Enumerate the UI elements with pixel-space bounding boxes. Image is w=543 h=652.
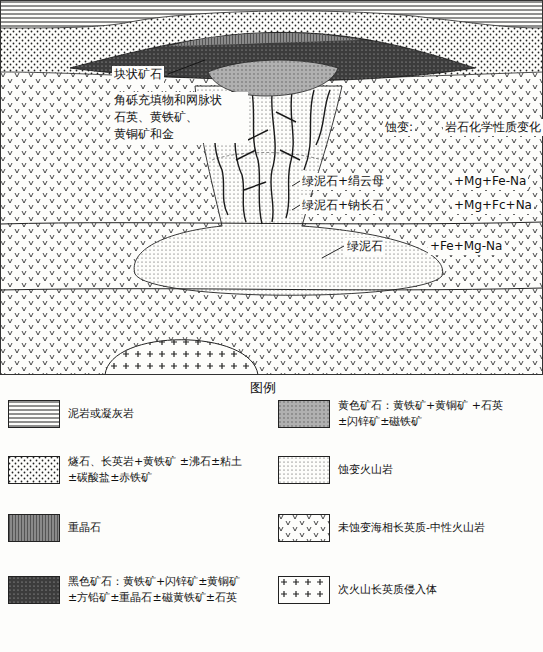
legend-item: 蚀变火山岩: [278, 452, 538, 488]
swatch-fill: [279, 577, 330, 604]
barite: [170, 33, 360, 46]
legend-text: 黄色矿石：黄铁矿+黄铜矿 +石英±闪锌矿±磁铁矿: [338, 398, 538, 430]
legend-swatch: [8, 456, 60, 484]
alteration-label: 绿泥石+绢云母: [300, 173, 386, 190]
legend-item: 燧石、长英岩+黄铁矿 ±沸石±粘土±碳酸盐±赤铁矿: [8, 452, 268, 488]
swatch-fill: [9, 577, 60, 604]
legend-item: 次火山长英质侵入体: [278, 572, 538, 608]
legend-item: 重晶石: [8, 510, 268, 546]
barite-texture: [170, 33, 360, 46]
swatch-fill: [9, 515, 60, 542]
callout-label: 块状矿石: [112, 66, 164, 83]
legend-swatch: [8, 576, 60, 604]
frame: [1, 1, 543, 375]
swatch-fill: [279, 515, 330, 542]
legend-text: 蚀变火山岩: [338, 462, 538, 478]
swatch-pattern: [279, 577, 330, 604]
alteration-label: 绿泥石: [345, 238, 385, 255]
subvolcanic-intrusion: [105, 340, 258, 375]
intrusion-base: [105, 340, 258, 375]
unaltered-volcanics: [0, 60, 543, 375]
legend-text: 重晶石: [68, 520, 268, 536]
leader-lines: [168, 60, 344, 258]
swatch-pattern: [279, 515, 330, 542]
swatch-pattern: [9, 401, 60, 428]
legend-swatch: [278, 514, 330, 542]
legend-item: 黑色矿石：黄铁矿+闪锌矿±黄铜矿 ±方铅矿±重晶石±磁黄铁矿±石英: [8, 572, 268, 608]
column-heading: 蚀变:: [383, 119, 415, 136]
swatch-fill: [279, 401, 330, 428]
legend-text: 黑色矿石：黄铁矿+闪锌矿±黄铜矿 ±方铅矿±重晶石±磁黄铁矿±石英: [68, 574, 268, 606]
yellow-ore-texture: [208, 60, 338, 96]
legend-text: 燧石、长英岩+黄铁矿 ±沸石±粘土±碳酸盐±赤铁矿: [68, 454, 268, 486]
swatch-pattern: [279, 401, 330, 428]
swatch-fill: [9, 457, 60, 484]
legend-item: 未蚀变海相长英质-中性火山岩: [278, 510, 538, 546]
layer-boundary: [0, 288, 543, 290]
swatch-pattern: [279, 457, 330, 484]
swatch-pattern: [9, 577, 60, 604]
legend-item: 黄色矿石：黄铁矿+黄铜矿 +石英±闪锌矿±磁铁矿: [278, 396, 538, 432]
legend-item: 泥岩或凝灰岩: [8, 396, 268, 432]
legend-text: 未蚀变海相长英质-中性火山岩: [338, 520, 538, 536]
legend-swatch: [278, 400, 330, 428]
yellow-ore: [208, 60, 338, 96]
layer-boundary: [0, 222, 543, 224]
alteration-label: 绿泥石+钠长石: [300, 197, 386, 214]
swatch-pattern: [9, 457, 60, 484]
zone-boundary: [212, 153, 322, 161]
legend-swatch: [278, 456, 330, 484]
legend-swatch: [8, 400, 60, 428]
chemistry-label: +Mg+Fe-Na: [452, 173, 528, 190]
legend-swatch: [8, 514, 60, 542]
chemistry-label: +Mg+Fc+Na: [452, 197, 534, 214]
callout-label: 角砾充填物和网脉状 石英、黄铁矿、 黄铜矿和金: [112, 92, 248, 143]
legend-swatch: [278, 576, 330, 604]
swatch-fill: [9, 401, 60, 428]
chemistry-label: +Fe+Mg-Na: [428, 238, 504, 255]
legend-title: 图例: [248, 379, 278, 396]
swatch-fill: [279, 457, 330, 484]
background: [0, 0, 543, 375]
column-heading: 岩石化学性质变化: [443, 119, 543, 136]
legend-text: 次火山长英质侵入体: [338, 582, 538, 598]
swatch-pattern: [9, 515, 60, 542]
legend-text: 泥岩或凝灰岩: [68, 406, 268, 422]
